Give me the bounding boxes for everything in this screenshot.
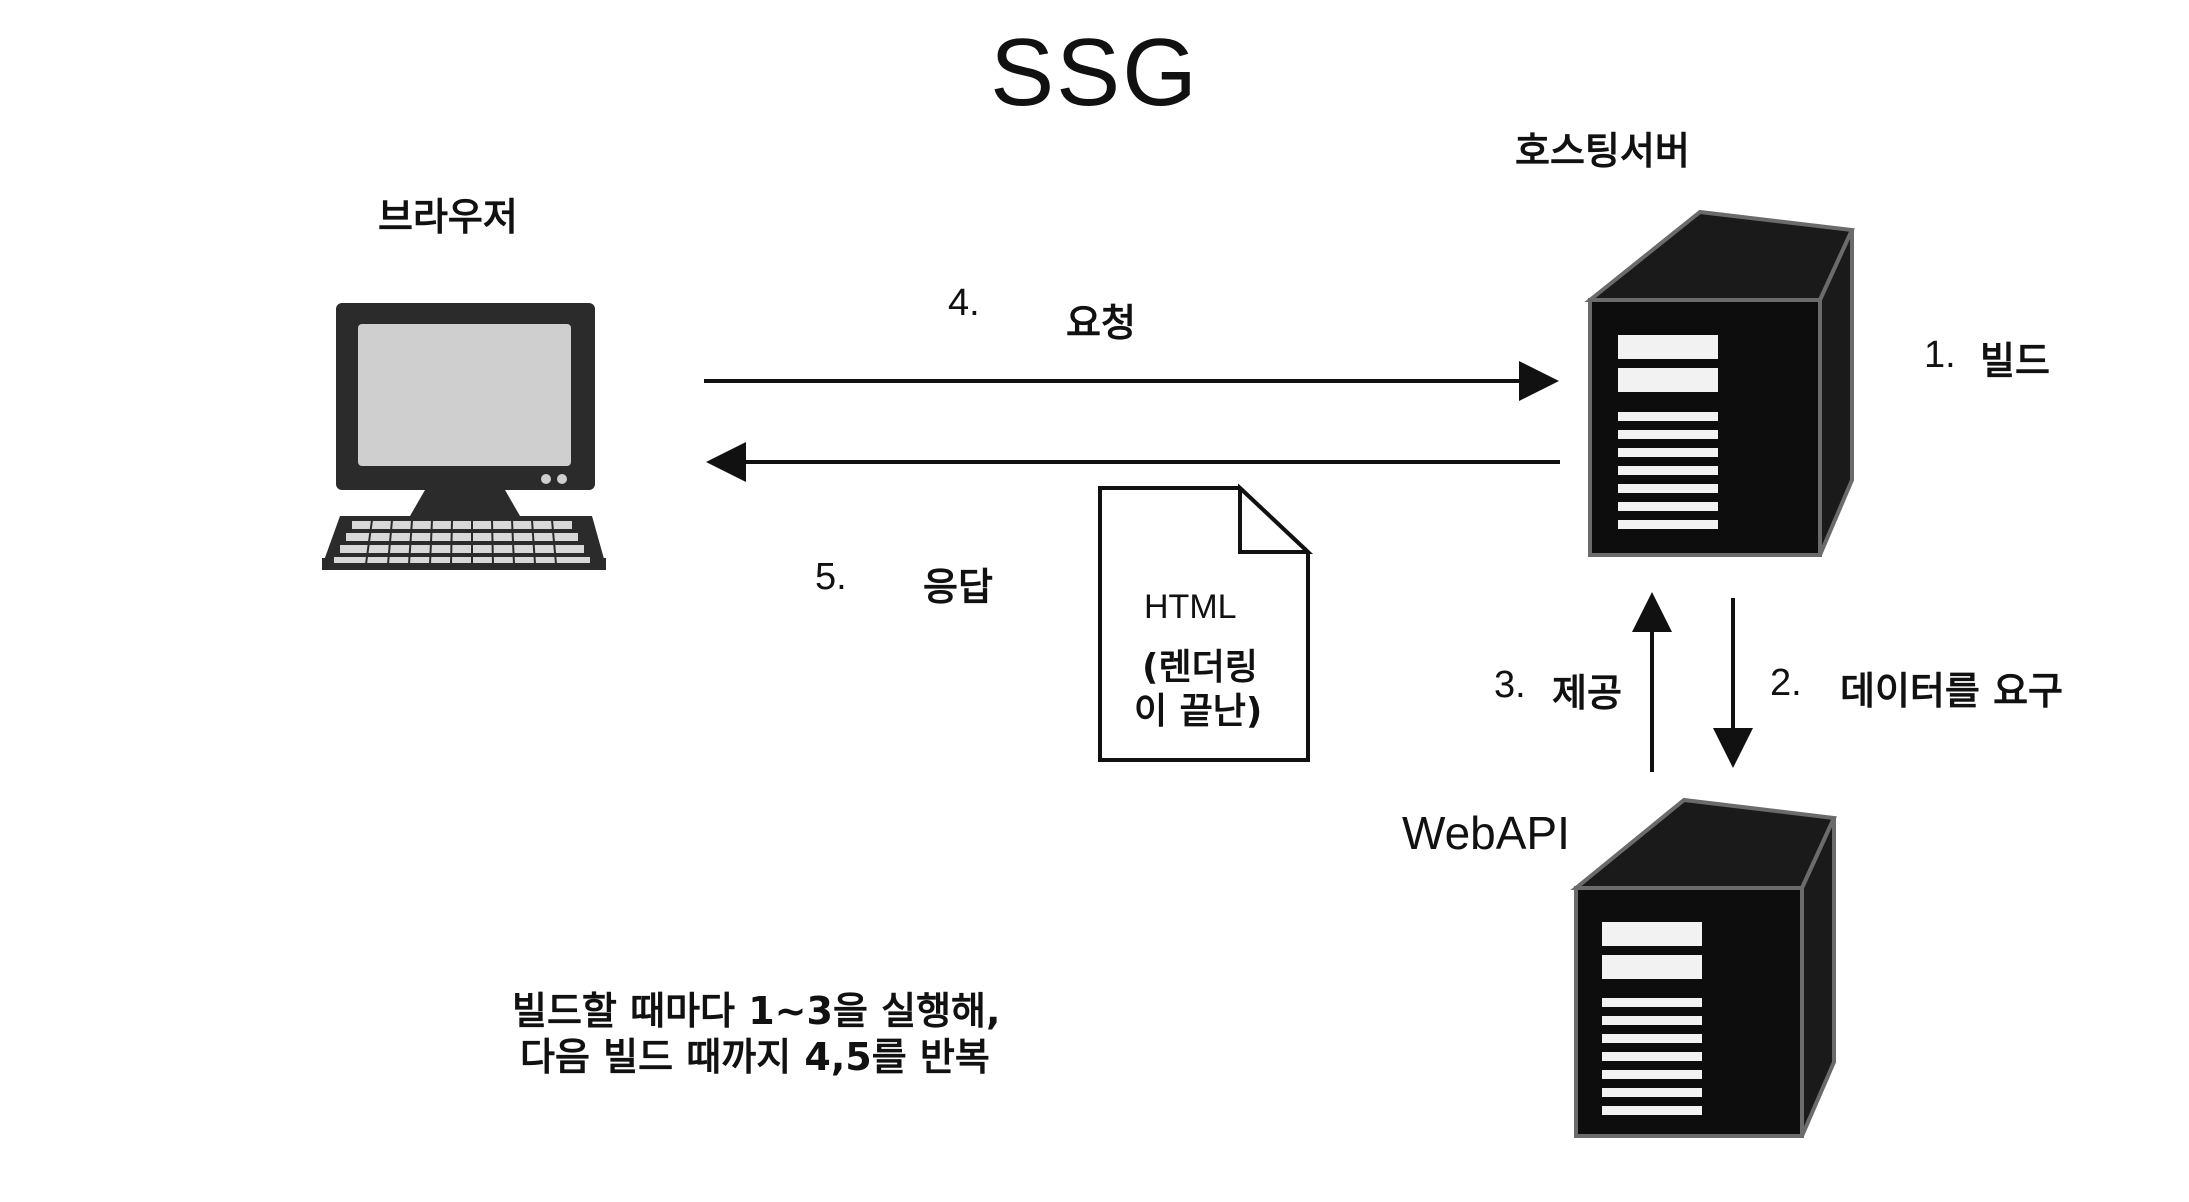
webapi-server-icon — [1570, 797, 1837, 1138]
document-type-label: HTML — [1144, 588, 1237, 626]
html-document-icon — [1098, 483, 1314, 762]
webapi-label: WebAPI — [1402, 807, 1570, 859]
computer-icon — [322, 303, 606, 570]
document-line-1: (렌더링 — [1142, 647, 1258, 688]
step-5-text: 응답 — [923, 565, 993, 609]
step-5-number: 5. — [815, 556, 847, 598]
hosting-server-label: 호스팅서버 — [1515, 129, 1690, 173]
step-1-number: 1. — [1924, 334, 1956, 376]
step-4-text: 요청 — [1066, 301, 1136, 345]
diagram-title: SSG — [990, 19, 1199, 126]
step-1-text: 빌드 — [1980, 339, 2050, 383]
step-2-text: 데이터를 요구 — [1840, 669, 2063, 713]
note-line-2: 다음 빌드 때까지 4,5를 반복 — [520, 1035, 990, 1079]
browser-label: 브라우저 — [378, 195, 518, 239]
step-4-number: 4. — [948, 282, 980, 324]
document-line-2: 이 끝난) — [1134, 691, 1263, 732]
hosting-server-icon — [1584, 209, 1855, 557]
step-3-number: 3. — [1494, 664, 1526, 706]
step-3-text: 제공 — [1552, 671, 1622, 715]
note-line-1: 빌드할 때마다 1~3을 실행해, — [512, 989, 1001, 1033]
step-2-number: 2. — [1770, 662, 1802, 704]
